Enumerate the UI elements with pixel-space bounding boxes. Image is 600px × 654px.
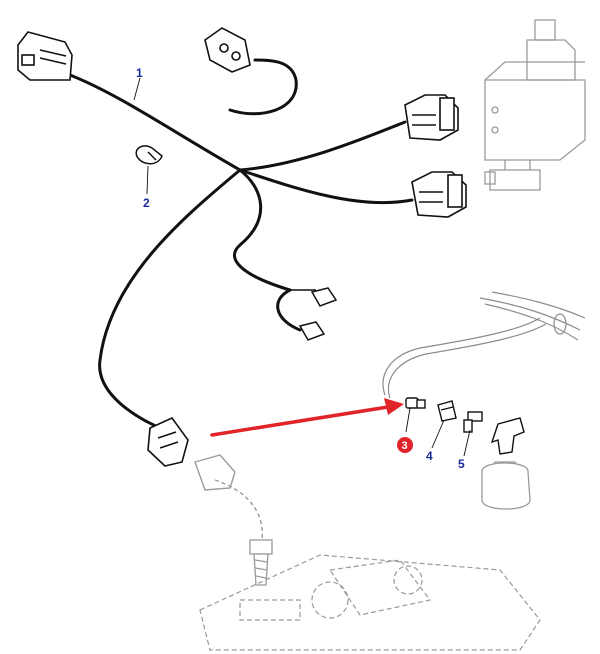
- hydraulic-lines: [382, 291, 586, 399]
- harness-connector-main: [17, 31, 73, 81]
- callout-3-highlight: [397, 437, 413, 453]
- callout-5: 5: [458, 457, 465, 471]
- svg-text:1: 1: [136, 66, 143, 80]
- svg-text:5: 5: [458, 457, 465, 471]
- fitting-3: [405, 397, 426, 409]
- cable-clip: [135, 145, 163, 165]
- highlight-arrow: [210, 398, 404, 437]
- callout-1: 1: [136, 66, 143, 80]
- adapter-4: [437, 400, 457, 422]
- harness-connector-top: [204, 27, 251, 73]
- accumulator: [481, 461, 531, 510]
- solenoid-valve: [484, 19, 586, 191]
- wiring-harness: [68, 58, 414, 432]
- callout-3: 3: [397, 437, 413, 453]
- svg-text:4: 4: [426, 449, 433, 463]
- pigtail-connectors: [290, 287, 338, 341]
- leader-lines: [133, 77, 471, 457]
- sensor-connector: [147, 417, 189, 467]
- callout-4: 4: [426, 449, 433, 463]
- transmission-housing: [199, 554, 541, 651]
- tee-fitting: [490, 417, 525, 455]
- sensor-connector-mate: [194, 454, 263, 541]
- harness-connector-right-lower: [411, 171, 467, 218]
- pressure-sensor: [249, 539, 273, 586]
- harness-connector-right-upper: [404, 94, 459, 141]
- svg-text:3: 3: [402, 440, 408, 452]
- callout-2: 2: [143, 196, 150, 210]
- fitting-5: [463, 411, 483, 433]
- svg-text:2: 2: [143, 196, 150, 210]
